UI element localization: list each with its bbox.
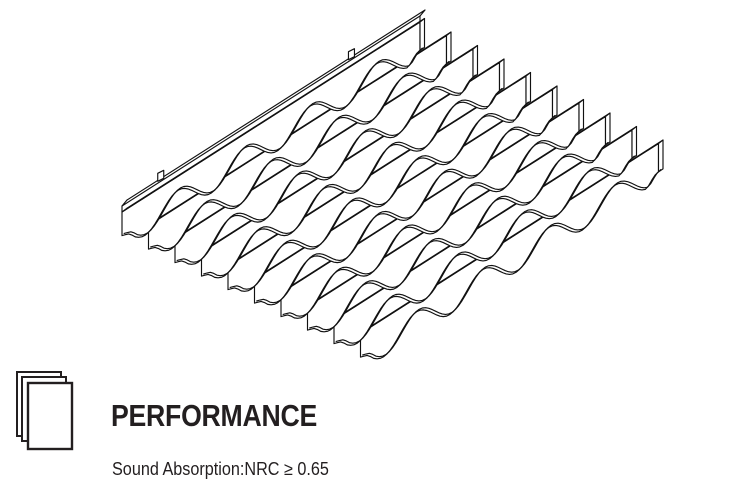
baffle-wave-edge — [176, 74, 476, 263]
baffle-wave-edge — [362, 169, 662, 358]
baffle-wave-edge — [309, 142, 609, 331]
baffle-end-cap — [551, 85, 558, 119]
baffle-end-cap — [525, 71, 532, 105]
baffle-wave-edge — [282, 128, 582, 317]
baffle-end-cap — [419, 17, 426, 51]
baffle-end-cap — [472, 44, 479, 78]
baffle-wave-edge — [123, 47, 423, 236]
spec-value: NRC ≥ 0.65 — [244, 459, 329, 479]
baffle-wave-edge — [229, 101, 529, 290]
baffle-end-cap — [445, 31, 452, 65]
wave-baffles — [121, 17, 664, 360]
baffle-end-cap — [604, 112, 611, 146]
mounting-clips — [157, 48, 356, 182]
baffle-end-cap — [498, 58, 505, 92]
document-stack-icon — [16, 371, 74, 451]
baffle-wave-edge — [335, 155, 635, 344]
mounting-clip — [347, 48, 356, 61]
baffle-wave-edge — [150, 61, 450, 250]
spec-label: Sound Absorption: — [112, 459, 245, 479]
sound-absorption-spec: Sound Absorption:NRC ≥ 0.65 — [112, 458, 329, 480]
baffle-end-cap — [657, 139, 664, 173]
baffle-wave-edge — [256, 115, 556, 304]
section-heading: PERFORMANCE — [111, 398, 318, 433]
mounting-clip — [157, 169, 165, 182]
baffle-end-cap — [631, 125, 638, 159]
wave-baffle — [121, 17, 426, 238]
baffle-end-cap — [578, 98, 585, 132]
baffle-wave-edge — [203, 88, 503, 277]
